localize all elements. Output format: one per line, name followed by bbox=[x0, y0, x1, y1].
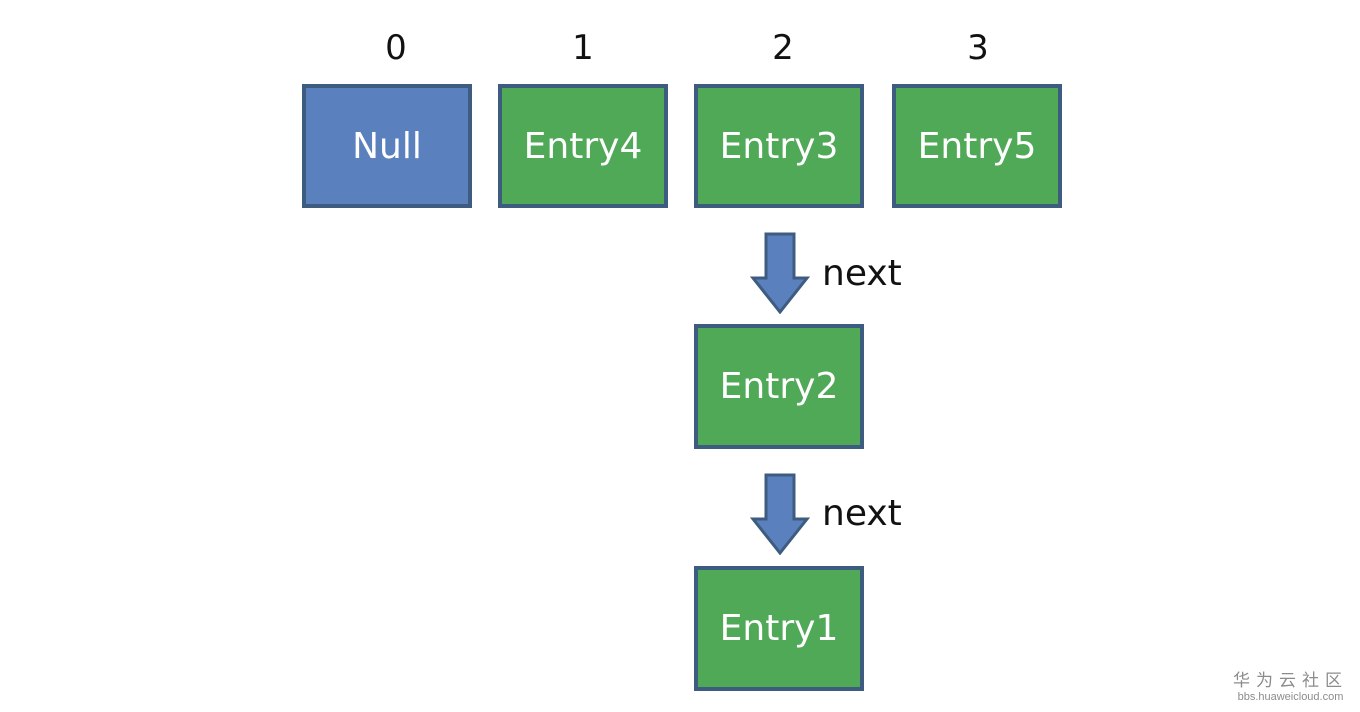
bucket-entry-box: Entry4 bbox=[498, 84, 668, 208]
chain-entry-box: Entry1 bbox=[694, 566, 864, 691]
next-arrow-icon bbox=[750, 232, 810, 314]
chain-entry-label: Entry1 bbox=[719, 608, 839, 649]
chain-entry-label: Entry2 bbox=[719, 366, 839, 407]
bucket-label: Entry5 bbox=[917, 125, 1037, 167]
next-pointer-label: next bbox=[822, 493, 902, 534]
bucket-entry-box: Entry5 bbox=[892, 84, 1062, 208]
chain-entry-box: Entry2 bbox=[694, 324, 864, 449]
watermark-url: bbs.huaweicloud.com bbox=[1237, 691, 1344, 703]
bucket-index-label: 1 bbox=[572, 28, 594, 68]
bucket-label: Entry3 bbox=[719, 125, 839, 167]
bucket-entry-box: Entry3 bbox=[694, 84, 864, 208]
bucket-index-label: 2 bbox=[772, 28, 794, 68]
watermark: 华为云社区 bbs.huaweicloud.com bbox=[1233, 671, 1348, 704]
bucket-null-box: Null bbox=[302, 84, 472, 208]
watermark-title: 华为云社区 bbox=[1233, 671, 1348, 691]
next-pointer-label: next bbox=[822, 253, 902, 294]
bucket-index-label: 3 bbox=[967, 28, 989, 68]
bucket-label: Null bbox=[352, 125, 422, 167]
bucket-label: Entry4 bbox=[523, 125, 643, 167]
bucket-index-label: 0 bbox=[385, 28, 407, 68]
next-arrow-icon bbox=[750, 473, 810, 555]
